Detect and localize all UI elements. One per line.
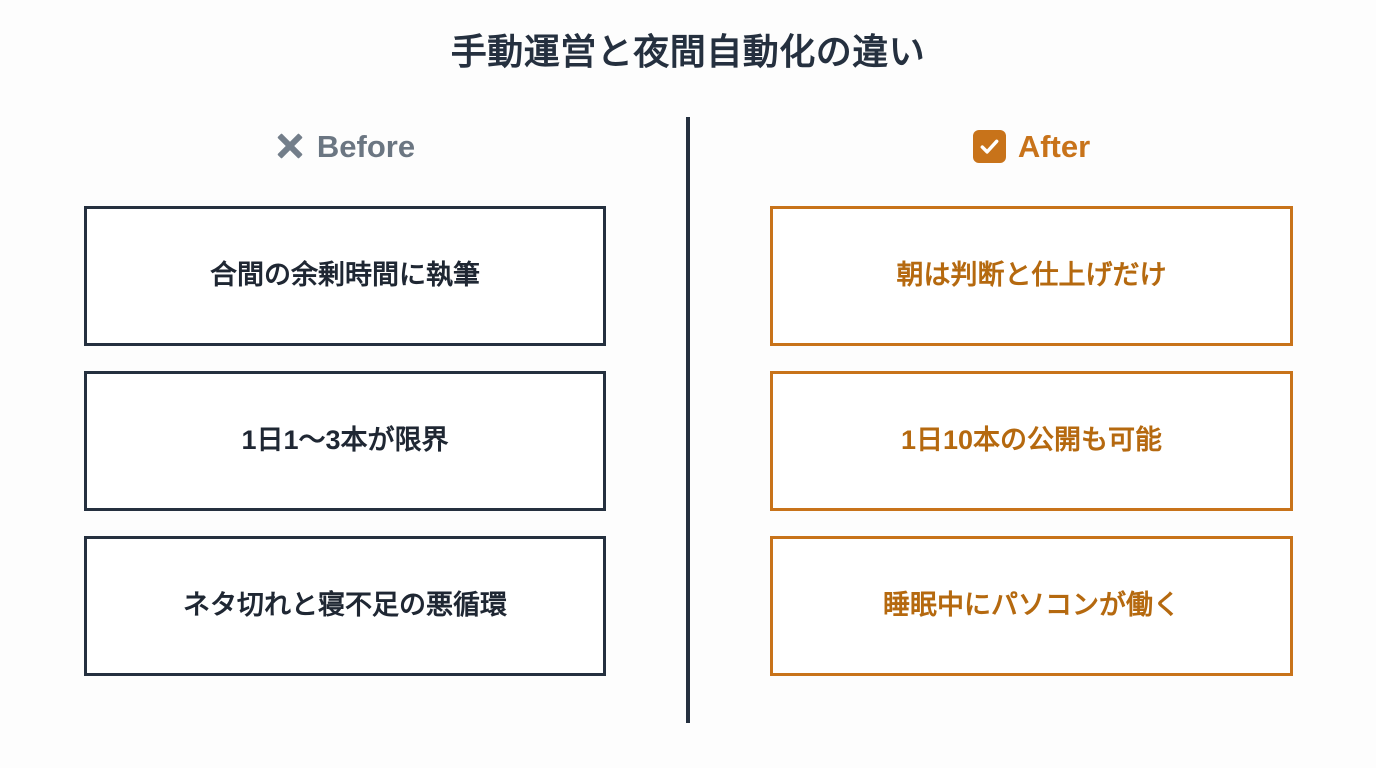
before-card-1-text: 合間の余剰時間に執筆 bbox=[210, 260, 480, 291]
before-card-2-text: 1日1〜3本が限界 bbox=[241, 425, 449, 456]
check-box-icon bbox=[972, 129, 1006, 163]
after-column: After 朝は判断と仕上げだけ 1日10本の公開も可能 睡眠中にパソコンが働く bbox=[770, 117, 1293, 676]
after-card-2: 1日10本の公開も可能 bbox=[770, 371, 1293, 511]
x-icon bbox=[275, 131, 305, 161]
before-card-list: 合間の余剰時間に執筆 1日1〜3本が限界 ネタ切れと寝不足の悪循環 bbox=[84, 206, 606, 676]
page-title: 手動運営と夜間自動化の違い bbox=[450, 31, 926, 72]
before-card-2: 1日1〜3本が限界 bbox=[84, 371, 606, 511]
after-card-3-text: 睡眠中にパソコンが働く bbox=[883, 590, 1180, 621]
before-card-1: 合間の余剰時間に執筆 bbox=[84, 206, 606, 346]
before-label: Before bbox=[316, 128, 416, 164]
before-column-header: Before bbox=[84, 117, 606, 175]
after-card-1: 朝は判断と仕上げだけ bbox=[770, 206, 1293, 346]
after-card-2-text: 1日10本の公開も可能 bbox=[900, 425, 1163, 456]
before-card-3-text: ネタ切れと寝不足の悪循環 bbox=[183, 590, 507, 621]
after-card-list: 朝は判断と仕上げだけ 1日10本の公開も可能 睡眠中にパソコンが働く bbox=[770, 206, 1293, 676]
after-column-header: After bbox=[770, 117, 1293, 175]
after-label: After bbox=[1017, 128, 1091, 164]
after-card-3: 睡眠中にパソコンが働く bbox=[770, 536, 1293, 676]
after-card-1-text: 朝は判断と仕上げだけ bbox=[896, 260, 1167, 291]
before-column: Before 合間の余剰時間に執筆 1日1〜3本が限界 ネタ切れと寝不足の悪循環 bbox=[84, 117, 606, 676]
before-card-3: ネタ切れと寝不足の悪循環 bbox=[84, 536, 606, 676]
column-divider bbox=[686, 117, 690, 723]
